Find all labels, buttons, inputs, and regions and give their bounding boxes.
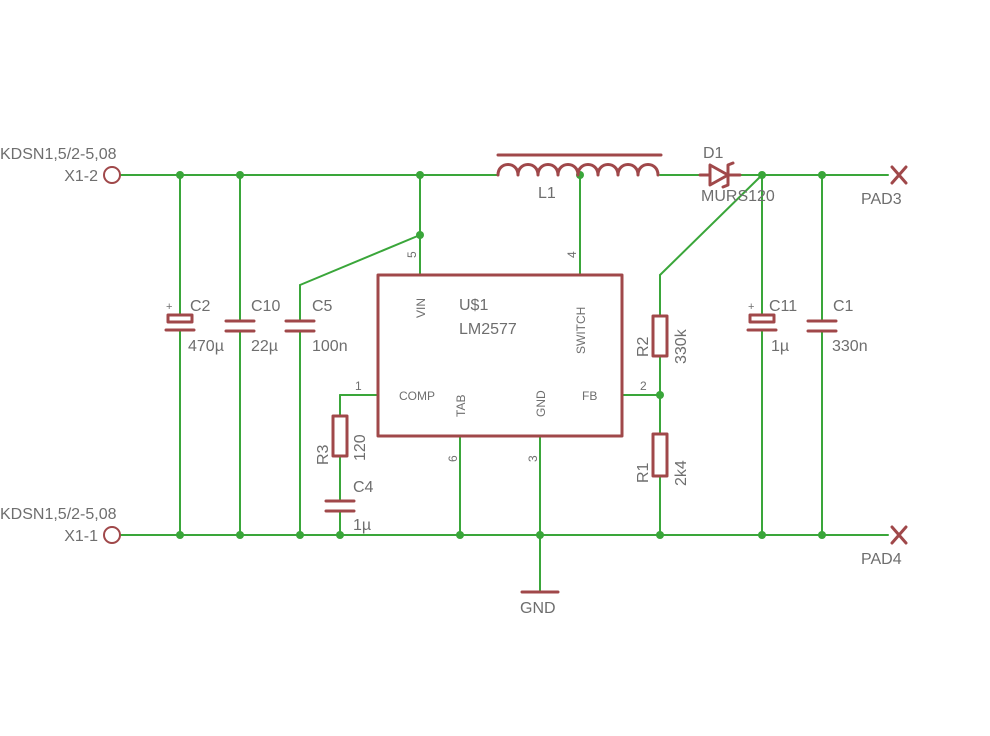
capacitor-c2[interactable]: + C2 470µ: [164, 298, 224, 355]
junction-dot: [236, 531, 244, 539]
ic-pin-number-tab: 6: [446, 455, 460, 462]
junction-dot: [176, 171, 184, 179]
ic-pin-number-switch: 4: [565, 251, 579, 258]
junction-dot: [758, 531, 766, 539]
resistor-r3[interactable]: R3 120: [315, 414, 369, 465]
connector-terminal-icon[interactable]: [103, 526, 121, 544]
inductor-coil-icon: [496, 163, 660, 177]
diode-d1[interactable]: D1 MURS120: [698, 145, 775, 205]
junction-dot: [176, 531, 184, 539]
junction-dot: [818, 171, 826, 179]
capacitor-value-label: 330n: [832, 338, 868, 355]
ic-pin-number-fb: 2: [640, 379, 647, 393]
pad3[interactable]: PAD3: [861, 165, 908, 208]
capacitor-value-label: 1µ: [353, 517, 371, 534]
capacitor-c1[interactable]: C1 330n: [806, 298, 868, 355]
junction-dot: [818, 531, 826, 539]
ic-pin-label-fb: FB: [582, 389, 597, 403]
ic-pin-number-comp: 1: [355, 379, 362, 393]
capacitor-name-label: C5: [312, 298, 333, 315]
ground-label: GND: [520, 600, 556, 617]
ic-pin-label-comp: COMP: [399, 389, 435, 403]
resistor-name-label: R3: [315, 444, 332, 465]
wires: [119, 174, 889, 593]
resistor-r2[interactable]: R2 330k: [635, 314, 690, 364]
inductor-l1[interactable]: L1: [496, 153, 663, 202]
connector-terminal-icon[interactable]: [103, 166, 121, 184]
connector-name-label: X1-1: [64, 528, 98, 545]
ic-pin-number-vin: 5: [405, 251, 419, 258]
capacitor-name-label: C2: [190, 298, 211, 315]
junction-dot: [656, 391, 664, 399]
ic-pin-label-vin: VIN: [414, 298, 428, 318]
capacitor-plate-outline: [166, 313, 194, 324]
resistor-value-label: 330k: [673, 328, 690, 364]
resistor-body: [651, 432, 669, 478]
junctions: [176, 171, 826, 539]
pad-cross-icon[interactable]: [890, 165, 908, 185]
ic-pin-label-switch: SWITCH: [574, 307, 588, 354]
connector-part-label: KDSN1,5/2-5,08: [0, 506, 117, 523]
connector-part-label: KDSN1,5/2-5,08: [0, 146, 117, 163]
resistor-name-label: R2: [635, 336, 652, 357]
diode-value-label: MURS120: [701, 188, 775, 205]
connector-x1-2[interactable]: KDSN1,5/2-5,08 X1-2: [0, 146, 121, 185]
diode-name-label: D1: [703, 145, 724, 162]
capacitor-name-label: C11: [769, 298, 797, 315]
capacitor-c10[interactable]: C10 22µ: [224, 298, 280, 355]
junction-dot: [236, 171, 244, 179]
capacitor-c5[interactable]: C5 100n: [284, 298, 348, 355]
inductor-name-label: L1: [538, 185, 556, 202]
ic-pin-number-gnd: 3: [526, 455, 540, 462]
ic-body[interactable]: [376, 273, 624, 438]
ic-name-label: U$1: [459, 297, 488, 314]
resistor-value-label: 120: [352, 434, 369, 461]
resistor-r1[interactable]: R1 2k4: [635, 432, 690, 486]
resistor-body: [651, 314, 669, 358]
polarity-plus-icon: +: [166, 301, 172, 313]
resistor-name-label: R1: [635, 462, 652, 483]
connector-name-label: X1-2: [64, 168, 98, 185]
capacitor-name-label: C10: [251, 298, 280, 315]
connector-x1-1[interactable]: KDSN1,5/2-5,08 X1-1: [0, 506, 121, 545]
pad-cross-icon[interactable]: [890, 525, 908, 545]
junction-dot: [296, 531, 304, 539]
capacitor-name-label: C1: [833, 298, 854, 315]
junction-dot: [536, 531, 544, 539]
ic-value-label: LM2577: [459, 321, 517, 338]
junction-dot: [416, 171, 424, 179]
ic-pin-label-gnd: GND: [534, 390, 548, 417]
resistor-body: [331, 414, 349, 458]
capacitor-value-label: 22µ: [251, 338, 278, 355]
c5-diagonal-wire: [299, 234, 421, 286]
diode-triangle-icon: [708, 163, 730, 187]
capacitor-c11[interactable]: + C11 1µ: [746, 298, 797, 355]
ic-u1-lm2577[interactable]: U$1 LM2577 VIN SWITCH COMP TAB GND FB 5 …: [355, 251, 647, 462]
junction-dot: [456, 531, 464, 539]
resistor-value-label: 2k4: [673, 460, 690, 486]
polarity-plus-icon: +: [748, 301, 754, 313]
capacitor-name-label: C4: [353, 479, 374, 496]
pad-label: PAD4: [861, 551, 902, 568]
ic-pin-label-tab: TAB: [454, 395, 468, 417]
capacitor-plate-outline: [748, 313, 776, 324]
ground-symbol[interactable]: GND: [520, 590, 560, 617]
pad-label: PAD3: [861, 191, 902, 208]
junction-dot: [416, 231, 424, 239]
capacitor-value-label: 1µ: [771, 338, 789, 355]
feedback-diagonal-wire: [659, 174, 763, 276]
pad4[interactable]: PAD4: [861, 525, 908, 568]
capacitor-value-label: 100n: [312, 338, 348, 355]
junction-dot: [336, 531, 344, 539]
junction-dot: [758, 171, 766, 179]
junction-dot: [656, 531, 664, 539]
capacitor-value-label: 470µ: [188, 338, 224, 355]
capacitor-c4[interactable]: C4 1µ: [324, 479, 374, 534]
